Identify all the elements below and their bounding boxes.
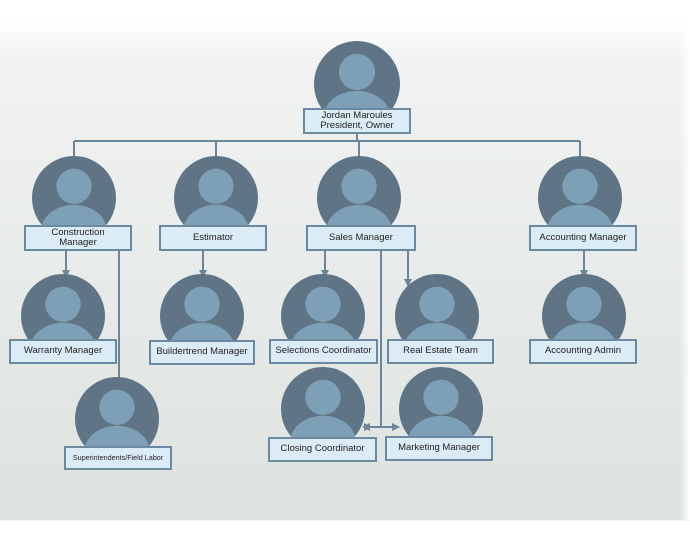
estimator-avatar-head: [198, 168, 234, 204]
accounting-manager-avatar-head: [562, 168, 598, 204]
selections-coordinator-avatar: [281, 274, 365, 358]
construction-manager-label: Construction Manager: [24, 225, 132, 251]
superintendents-label: Superintendents/Field Labor: [64, 446, 172, 470]
avatar-group: [21, 41, 626, 461]
real-estate-team-avatar-head: [419, 286, 455, 322]
marketing-manager-label: Marketing Manager: [385, 436, 493, 461]
accounting-admin-avatar-head: [566, 286, 602, 322]
accounting-admin-label: Accounting Admin: [529, 339, 637, 364]
construction-manager-line1: Construction: [51, 226, 105, 238]
real-estate-team-label: Real Estate Team: [387, 339, 494, 364]
owner-avatar: [314, 41, 400, 127]
connector-lines: [62, 134, 588, 431]
owner-avatar-head: [338, 53, 376, 91]
owner-name: Jordan Maroules: [321, 109, 393, 121]
construction-manager-avatar-head: [56, 168, 92, 204]
selections-coordinator-label: Selections Coordinator: [269, 339, 378, 364]
buildertrend-manager-label: Buildertrend Manager: [149, 340, 255, 365]
closing-marketing-left-arrowhead: [362, 423, 370, 431]
buildertrend-manager-avatar-head: [184, 286, 220, 322]
warranty-manager-avatar-head: [45, 286, 81, 322]
warranty-manager-label: Warranty Manager: [9, 339, 117, 364]
owner-title: President, Owner: [320, 120, 394, 131]
sales-manager-avatar-head: [341, 168, 377, 204]
construction-manager-line2: Manager: [59, 237, 97, 248]
sales-manager-label: Sales Manager: [306, 225, 416, 251]
selections-coordinator-avatar-head: [305, 286, 341, 322]
closing-coordinator-avatar-head: [305, 379, 341, 415]
marketing-manager-avatar-head: [423, 379, 459, 415]
accounting-manager-label: Accounting Manager: [529, 225, 637, 251]
closing-coordinator-label: Closing Coordinator: [268, 437, 377, 462]
superintendents-avatar-head: [99, 389, 135, 425]
estimator-label: Estimator: [159, 225, 267, 251]
owner-label: Jordan Maroules President, Owner: [303, 108, 411, 134]
